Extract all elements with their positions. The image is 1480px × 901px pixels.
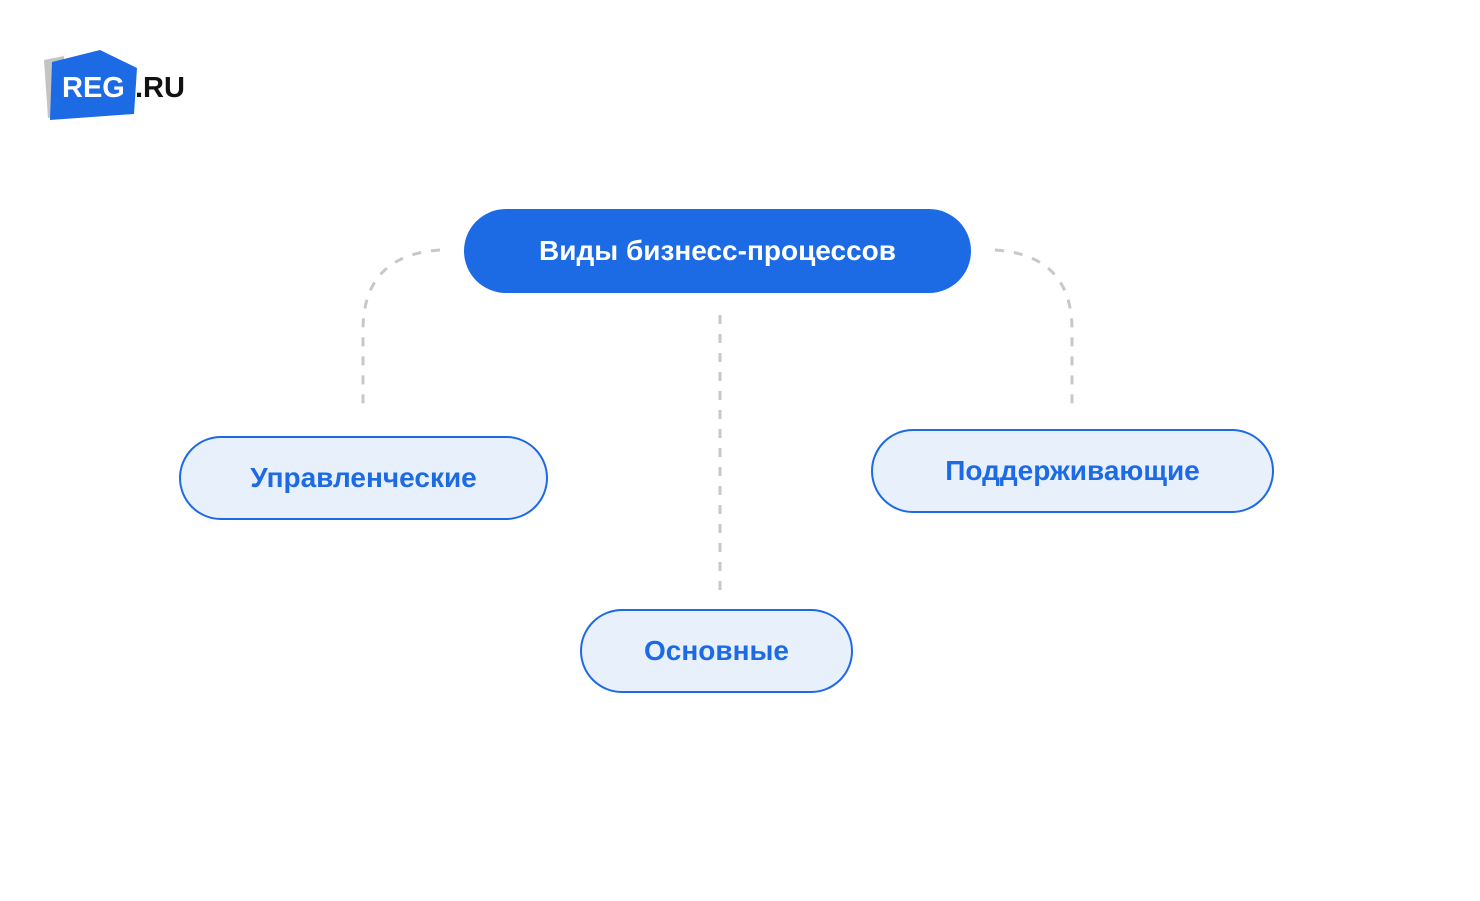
child-node-core: Основные [580,609,853,693]
logo-text-ru: .RU [135,72,185,104]
child-node-supporting: Поддерживающие [871,429,1274,513]
connector-right [994,248,1074,410]
connector-left [361,248,441,410]
reg-ru-logo: REG .RU [44,48,194,122]
logo-text-reg: REG [62,72,125,104]
child-node-management: Управленческие [179,436,548,520]
root-node: Виды бизнесс-процессов [464,209,971,293]
logo-house-icon [44,50,137,120]
